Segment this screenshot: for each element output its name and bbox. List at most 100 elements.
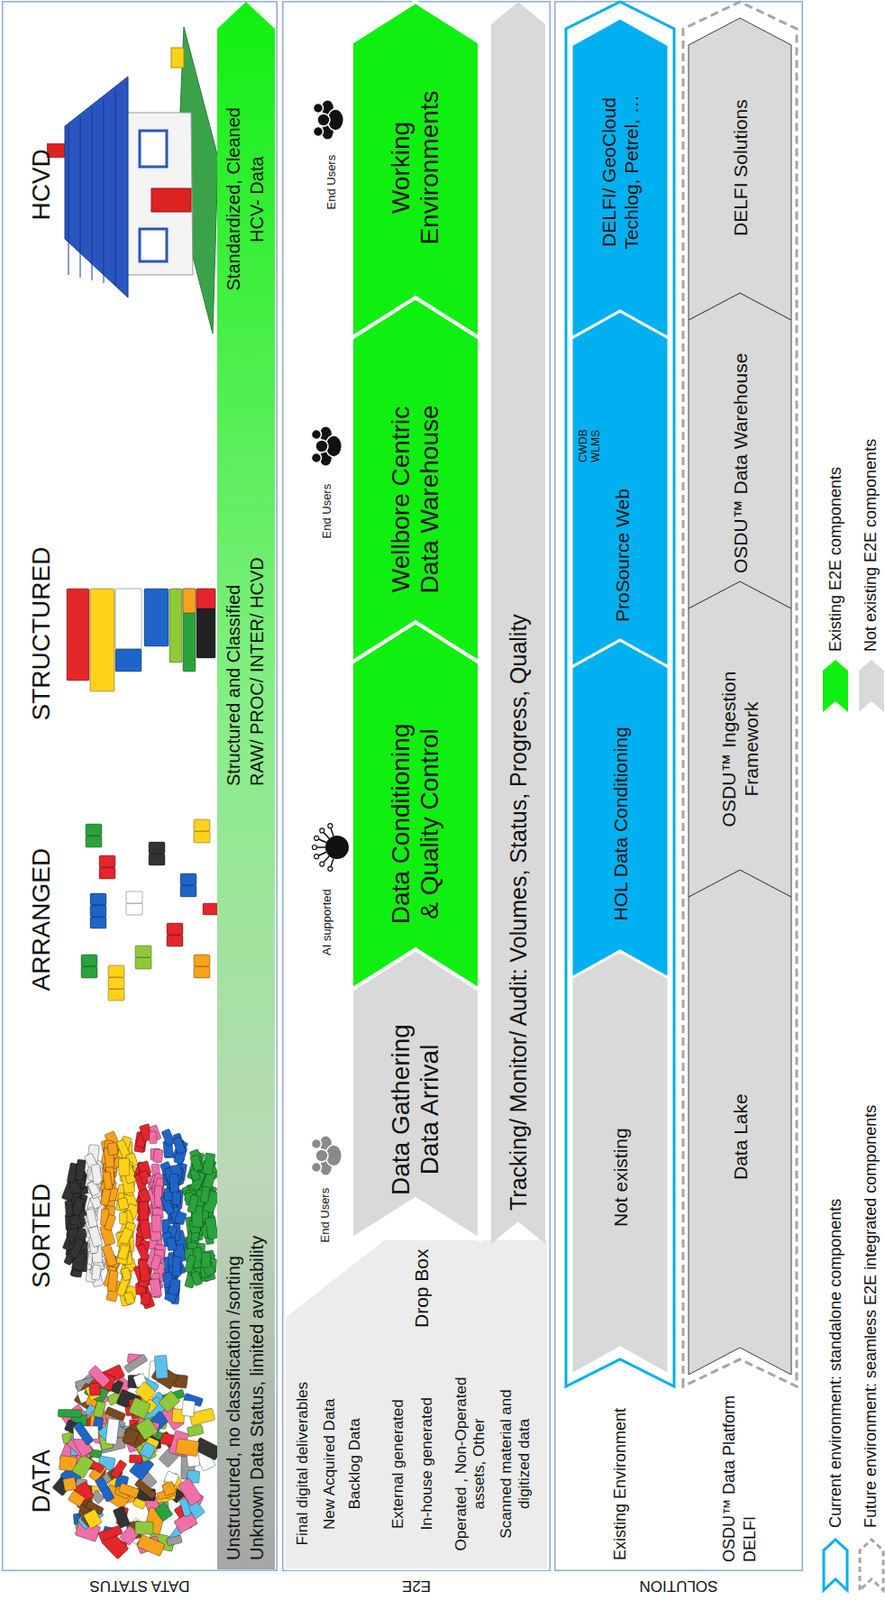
lego-brick (115, 588, 142, 649)
user-head (311, 1139, 322, 1150)
house-wall (126, 112, 193, 275)
user-head (311, 1162, 322, 1173)
panel-border (2, 1, 278, 1571)
lego-brick (172, 1191, 182, 1205)
users-icon (311, 426, 343, 467)
lego-brick (169, 1173, 180, 1194)
environment-outline: OSDU™ Data Platform DELFIData LakeOSDU™ … (683, 1, 797, 1387)
house-window (139, 228, 167, 262)
legend-swatch-fill (858, 659, 885, 712)
user-head (313, 103, 324, 114)
lego-brick (148, 841, 165, 854)
lego-brick (186, 1423, 204, 1437)
lego-brick (104, 1213, 117, 1232)
user-head (315, 439, 329, 453)
chevron-fill (351, 948, 480, 1240)
lego-brick (182, 1399, 196, 1416)
lego-brick (63, 1477, 78, 1492)
solution-chevron: OSDU™ Data Warehouse (688, 292, 792, 609)
lego-brick (85, 1208, 98, 1228)
legend-outline-sample (823, 1539, 848, 1590)
node-text: Drop Box (410, 1246, 433, 1328)
node-text: Data Gathering Data Arrival (386, 1010, 445, 1209)
lego-brick (174, 1211, 188, 1225)
lego-brick (158, 1390, 181, 1413)
lego-brick (105, 1406, 127, 1422)
panel-frame: E2EFinal digital deliverablesNew Acquire… (282, 0, 551, 1571)
lego-brick (82, 1508, 102, 1529)
lego-brick (193, 830, 210, 843)
node-text: Working Environments (386, 77, 445, 258)
environment-outline: Existing EnvironmentNot existingHOL Data… (565, 1, 675, 1387)
lego-brick (191, 1270, 203, 1286)
lego-brick (85, 835, 102, 848)
lego-brick (169, 588, 183, 663)
lego-brick (81, 966, 98, 978)
lego-brick (171, 47, 184, 68)
shape-outline (688, 581, 792, 897)
lego-brick (175, 1438, 200, 1457)
node-text: RAW/ PROC/ INTER/ HCVD (246, 555, 268, 786)
node-text: Tracking/ Monitor/ Audit: Volumes, Statu… (504, 611, 532, 1211)
lego-brick (57, 1409, 82, 1418)
node-text: New Acquired Data (320, 1395, 339, 1530)
icon-label: End Users (319, 482, 335, 539)
user-head (313, 127, 324, 137)
solution-chevron: ProSource WebCWDB WLMS (571, 310, 669, 667)
lego-brick (166, 934, 183, 947)
lego-brick (180, 873, 197, 885)
lego-brick (128, 1454, 142, 1464)
lego-brick (72, 1453, 94, 1479)
lego-brick (81, 954, 98, 967)
lego-brick (136, 1533, 165, 1556)
lego-brick (149, 1131, 158, 1144)
solution-chevron: Not existing (571, 950, 669, 1375)
roof-line (68, 125, 70, 275)
container-outline (565, 1, 675, 1387)
node-text: Unstructured, no classification /sorting (222, 1253, 245, 1561)
column-heading: DATA (26, 1447, 57, 1514)
lego-brick (180, 885, 197, 897)
lego-brick (120, 1267, 132, 1281)
container-outline (683, 1, 797, 1387)
circuit-dot (312, 845, 318, 850)
solution-chevron: DELFI Solutions (688, 18, 792, 320)
panel-frame: DATA STATUSUnstructured, no classificati… (1, 0, 278, 1571)
input-box: Final digital deliverablesNew Acquired D… (284, 1239, 548, 1570)
roof-line (80, 116, 82, 278)
lego-brick (148, 853, 165, 866)
lego-brick (166, 1534, 183, 1546)
chevron-fill (571, 310, 669, 667)
lego-brick (135, 957, 152, 969)
lego-brick (85, 823, 102, 836)
lego-brick (123, 1291, 136, 1305)
side-label: DATA STATUS (1, 1572, 278, 1598)
lego-brick (202, 903, 219, 915)
user-head (311, 429, 322, 440)
lego-brick (187, 1194, 200, 1214)
lego-brick (66, 588, 90, 681)
lego-brick (182, 588, 196, 672)
user-head (315, 1149, 329, 1162)
chevron-fill (688, 18, 792, 320)
node-text: Wellbore Centric Data Warehouse (386, 384, 445, 615)
chevron-fill (688, 869, 792, 1375)
lego-brick (154, 1354, 168, 1378)
roof-line (91, 107, 93, 281)
lego-brick (151, 1214, 162, 1232)
lego-brick (140, 1292, 152, 1305)
lego-brick (193, 819, 210, 831)
node-text: HCV- Data (246, 154, 268, 243)
lego-brick (200, 1186, 210, 1204)
circuit-dot (314, 835, 320, 840)
lego-brick (90, 893, 107, 905)
lego-brick (98, 1524, 123, 1542)
lego-brick (118, 1243, 131, 1260)
side-label: E2E (282, 1572, 551, 1598)
legend-outline-sample (859, 1539, 884, 1590)
node-text: HOL Data Conditioning (609, 725, 632, 922)
lego-brick (69, 1237, 85, 1259)
legend-swatch (858, 1538, 885, 1591)
lego-brick (108, 976, 125, 989)
lego-brick (101, 1243, 119, 1267)
